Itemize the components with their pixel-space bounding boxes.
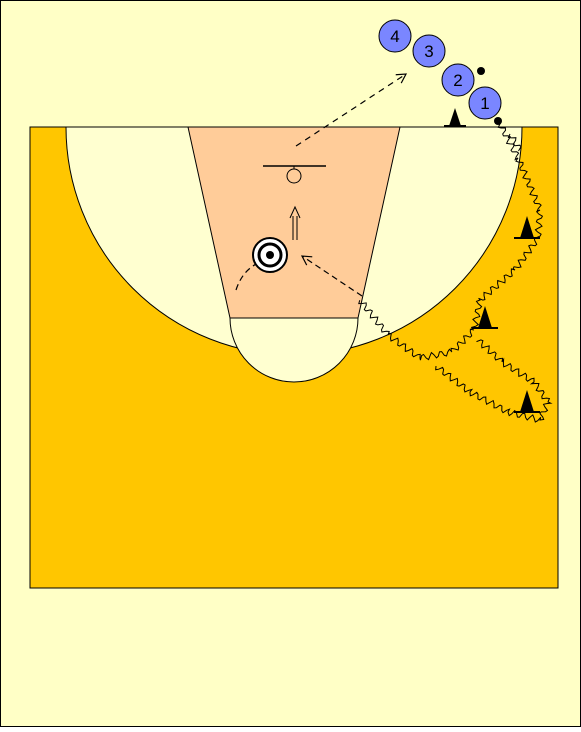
- dribble-path-outer: [507, 133, 522, 152]
- dribble-path-inner: [435, 339, 553, 423]
- cone-icon: [514, 216, 540, 239]
- cone-icon: [472, 306, 498, 329]
- coach-marker: [252, 237, 288, 273]
- player-label: 3: [424, 42, 433, 61]
- player-label: 1: [480, 94, 489, 113]
- player-label: 2: [453, 71, 462, 90]
- left-cut-path: [235, 263, 257, 291]
- player-2: 2: [441, 63, 475, 97]
- cone-icon: [514, 390, 540, 413]
- cut-arrow-up: [289, 205, 301, 240]
- rim: [286, 168, 302, 184]
- ball-marker: [494, 117, 502, 125]
- player-3: 3: [412, 34, 446, 68]
- player-1: 1: [468, 86, 502, 120]
- free-throw-circle: [229, 317, 359, 383]
- ball-marker: [477, 67, 485, 75]
- cone-icon: [444, 108, 466, 127]
- player-4: 4: [378, 19, 412, 53]
- cut-to-coach-path: [300, 255, 363, 297]
- player-label: 4: [390, 27, 399, 46]
- dribble-path-main: [358, 123, 544, 361]
